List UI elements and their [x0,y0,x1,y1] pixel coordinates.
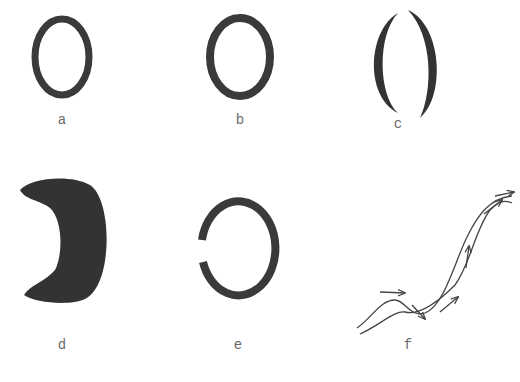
figure-letter: f [404,338,412,352]
figure-letter: c [394,117,402,131]
figure-letter: b [236,113,244,127]
broken-ring [202,201,275,295]
figure-letter: d [58,338,66,352]
figure-letter: e [234,338,242,352]
figure-letter: a [58,113,66,127]
crescent [408,10,437,118]
c-shape [20,179,107,303]
closed-ring [210,18,270,96]
flow-lines [357,192,514,334]
crescent [374,13,398,113]
closed-ring [35,19,89,95]
